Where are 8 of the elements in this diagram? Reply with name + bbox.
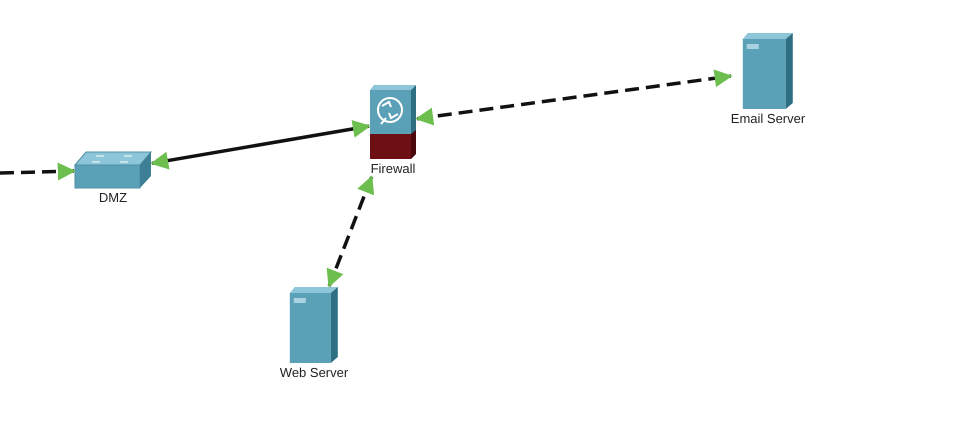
device-label: Web Server <box>280 364 348 381</box>
dashed-link <box>326 175 374 288</box>
link <box>150 120 371 170</box>
device-label: Email Server <box>730 110 806 127</box>
device-label: Firewall <box>370 160 416 177</box>
dashed-link <box>0 162 76 180</box>
device-label: DMZ <box>98 189 128 206</box>
dashed-link <box>415 69 733 126</box>
